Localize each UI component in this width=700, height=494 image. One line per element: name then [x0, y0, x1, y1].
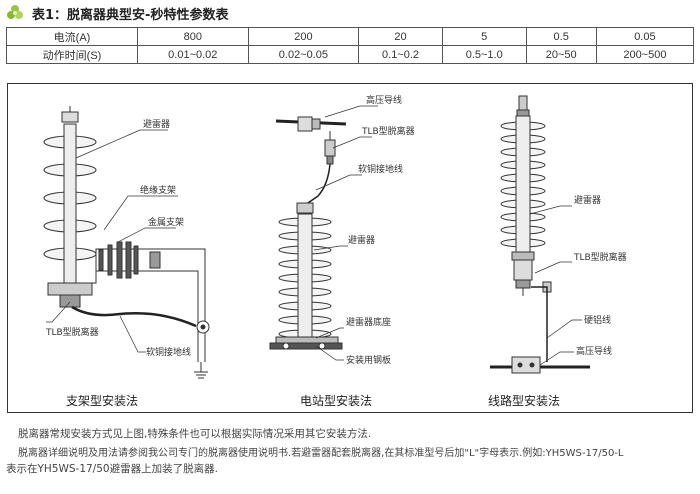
table-cell: 0.05 [595, 27, 695, 46]
label-metal-bracket: 金属支架 [148, 216, 184, 228]
label-arrester-2: 避雷器 [348, 234, 375, 246]
table-cell: 200~500 [595, 45, 695, 64]
table-cell: 200 [247, 27, 360, 46]
label-ground-wire-1: 软铜接地线 [146, 346, 191, 358]
note-line-1: 脱离器常规安装方式见上图,特殊条件也可以根据实际情况采用其它安装方法. [18, 428, 372, 440]
table-cell: 0.5~1.0 [441, 45, 527, 64]
note-line-2: 脱离器详细说明及用法请参阅我公司专门的脱离器使用说明书.若避雷器配套脱离器,在其… [18, 448, 624, 459]
label-hard-al-wire: 硬铝线 [584, 314, 611, 326]
insulator-sheds [43, 121, 546, 339]
label-tlb-3: TLB型脱离器 [573, 251, 627, 263]
label-steel-plate: 安装用钢板 [346, 354, 391, 366]
label-hv-wire-3: 高压导线 [576, 345, 612, 357]
page-title: 表1：脱离器典型安-秒特性参数表 [32, 7, 229, 23]
label-arrester-3: 避雷器 [574, 194, 601, 206]
substation-install-drawing [269, 105, 378, 361]
line-install-drawing [490, 95, 590, 374]
row-header-current: 电流(A) [6, 27, 138, 46]
clover-logo-icon [7, 5, 23, 19]
bracket-install-drawing [46, 106, 210, 379]
caption-bracket-install: 支架型安装法 [66, 393, 138, 408]
label-insulating-bracket: 绝缘支架 [140, 184, 176, 196]
label-arrester-base: 避雷器底座 [346, 316, 391, 328]
caption-substation-install: 电站型安装法 [300, 393, 372, 408]
label-ground-wire-2: 软铜接地线 [358, 163, 403, 175]
row-header-time: 动作时间(S) [6, 45, 138, 64]
characteristics-table: 电流(A) 800 200 20 5 0.5 0.05 动作时间(S) 0.01… [6, 27, 695, 64]
label-tlb-1: TLB型脱离器 [45, 326, 99, 338]
table-row: 动作时间(S) 0.01~0.02 0.02~0.05 0.1~0.2 0.5~… [6, 45, 695, 64]
note-line-3: 表示在YH5WS-17/50避雷器上加装了脱离器. [6, 463, 218, 475]
label-arrester-1: 避雷器 [143, 118, 170, 130]
caption-line-install: 线路型安装法 [488, 393, 560, 408]
table-cell: 0.1~0.2 [358, 45, 443, 64]
figure-frame [7, 83, 693, 413]
table-cell: 0.02~0.05 [247, 45, 360, 64]
title-row: 表1：脱离器典型安-秒特性参数表 [6, 2, 228, 24]
label-tlb-2: TLB型脱离器 [361, 125, 415, 137]
table-cell: 20~50 [525, 45, 597, 64]
label-hv-wire-2: 高压导线 [366, 94, 402, 106]
